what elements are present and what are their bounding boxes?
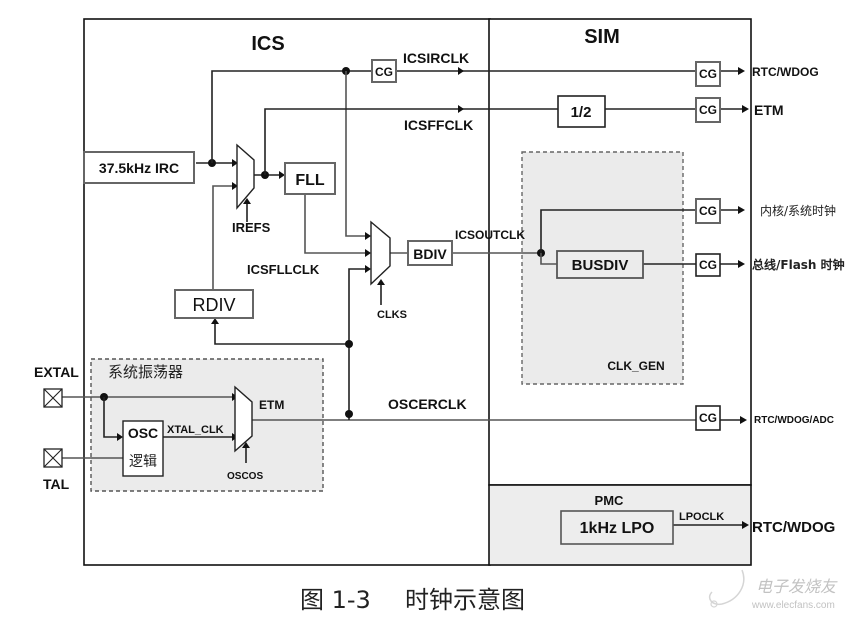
clock-gate-icsirclk: CG <box>371 59 397 83</box>
svg-text:CG: CG <box>699 411 717 425</box>
svg-text:CG: CG <box>699 258 717 272</box>
clock-gate-oscerclk: CG <box>695 405 721 431</box>
svg-text:BDIV: BDIV <box>413 246 447 262</box>
clks-label: CLKS <box>377 309 407 321</box>
icsffclk-label: ICSFFCLK <box>404 117 473 133</box>
sim-title: SIM <box>584 26 620 48</box>
watermark-name: 电子发烧友 <box>756 577 838 596</box>
oscos-label: OSCOS <box>227 471 263 482</box>
svg-text:FLL: FLL <box>295 172 325 189</box>
xtal-pin <box>43 448 63 468</box>
svg-text:RDIV: RDIV <box>192 295 235 315</box>
output-rtc-wdog: RTC/WDOG <box>752 65 819 79</box>
lpo-block: 1kHz LPO <box>560 510 674 545</box>
clock-gate-core: CG <box>695 198 721 224</box>
lpoclk-label: LPOCLK <box>679 511 724 523</box>
clock-gate-bus: CG <box>695 253 721 277</box>
output-bus-flash-clock: 总线/Flash 时钟 <box>752 257 845 272</box>
clk-gen-label: CLK_GEN <box>607 359 664 373</box>
rdiv-block: RDIV <box>174 289 254 319</box>
irefs-mux <box>236 143 255 210</box>
svg-text:CG: CG <box>699 103 717 117</box>
oscerclk-label: OSCERCLK <box>388 396 467 412</box>
osc-logic-block: OSC 逻辑 <box>122 420 164 477</box>
output-rtc-wdog-adc: RTC/WDOG/ADC <box>754 415 834 426</box>
output-core-system-clock: 内核/系统时钟 <box>760 203 836 218</box>
clock-gate-etm: CG <box>695 97 721 123</box>
svg-text:CG: CG <box>375 65 393 79</box>
svg-text:BUSDIV: BUSDIV <box>572 257 629 274</box>
icsfllclk-label: ICSFLLCLK <box>247 262 320 277</box>
oscos-mux <box>234 385 253 453</box>
clks-mux <box>370 220 391 286</box>
busdiv-block: BUSDIV <box>556 250 644 279</box>
icsoutclk-label: ICSOUTCLK <box>455 228 525 242</box>
irc-block: 37.5kHz IRC <box>83 151 195 184</box>
output-rtc-wdog-lpo: RTC/WDOG <box>752 519 835 536</box>
divide-by-2-block: 1/2 <box>557 95 606 128</box>
svg-text:CG: CG <box>699 204 717 218</box>
watermark-url: www.elecfans.com <box>751 600 835 611</box>
svg-text:OSC: OSC <box>128 425 158 441</box>
output-etm: ETM <box>754 102 784 118</box>
fll-block: FLL <box>284 162 336 195</box>
figure-number: 图 1-3 <box>300 586 371 614</box>
watermark-logo-icon <box>708 569 745 608</box>
svg-text:37.5kHz IRC: 37.5kHz IRC <box>99 160 179 176</box>
xtal-label: TAL <box>43 476 70 492</box>
svg-text:逻辑: 逻辑 <box>129 454 157 470</box>
system-oscillator-label: 系统振荡器 <box>108 363 183 381</box>
bdiv-block: BDIV <box>407 240 453 266</box>
svg-text:CG: CG <box>699 67 717 81</box>
pmc-title: PMC <box>595 493 625 508</box>
etm-internal-label: ETM <box>259 398 284 412</box>
clock-gate-rtc-wdog: CG <box>695 61 721 87</box>
figure-title: 时钟示意图 <box>405 586 525 614</box>
svg-text:1/2: 1/2 <box>571 104 592 121</box>
icsirclk-label: ICSIRCLK <box>403 50 469 66</box>
svg-text:1kHz LPO: 1kHz LPO <box>580 520 655 537</box>
extal-label: EXTAL <box>34 364 79 380</box>
ics-title: ICS <box>251 33 284 55</box>
xtal-clk-label: XTAL_CLK <box>167 424 224 436</box>
extal-pin <box>43 388 63 408</box>
irefs-label: IREFS <box>232 220 271 235</box>
